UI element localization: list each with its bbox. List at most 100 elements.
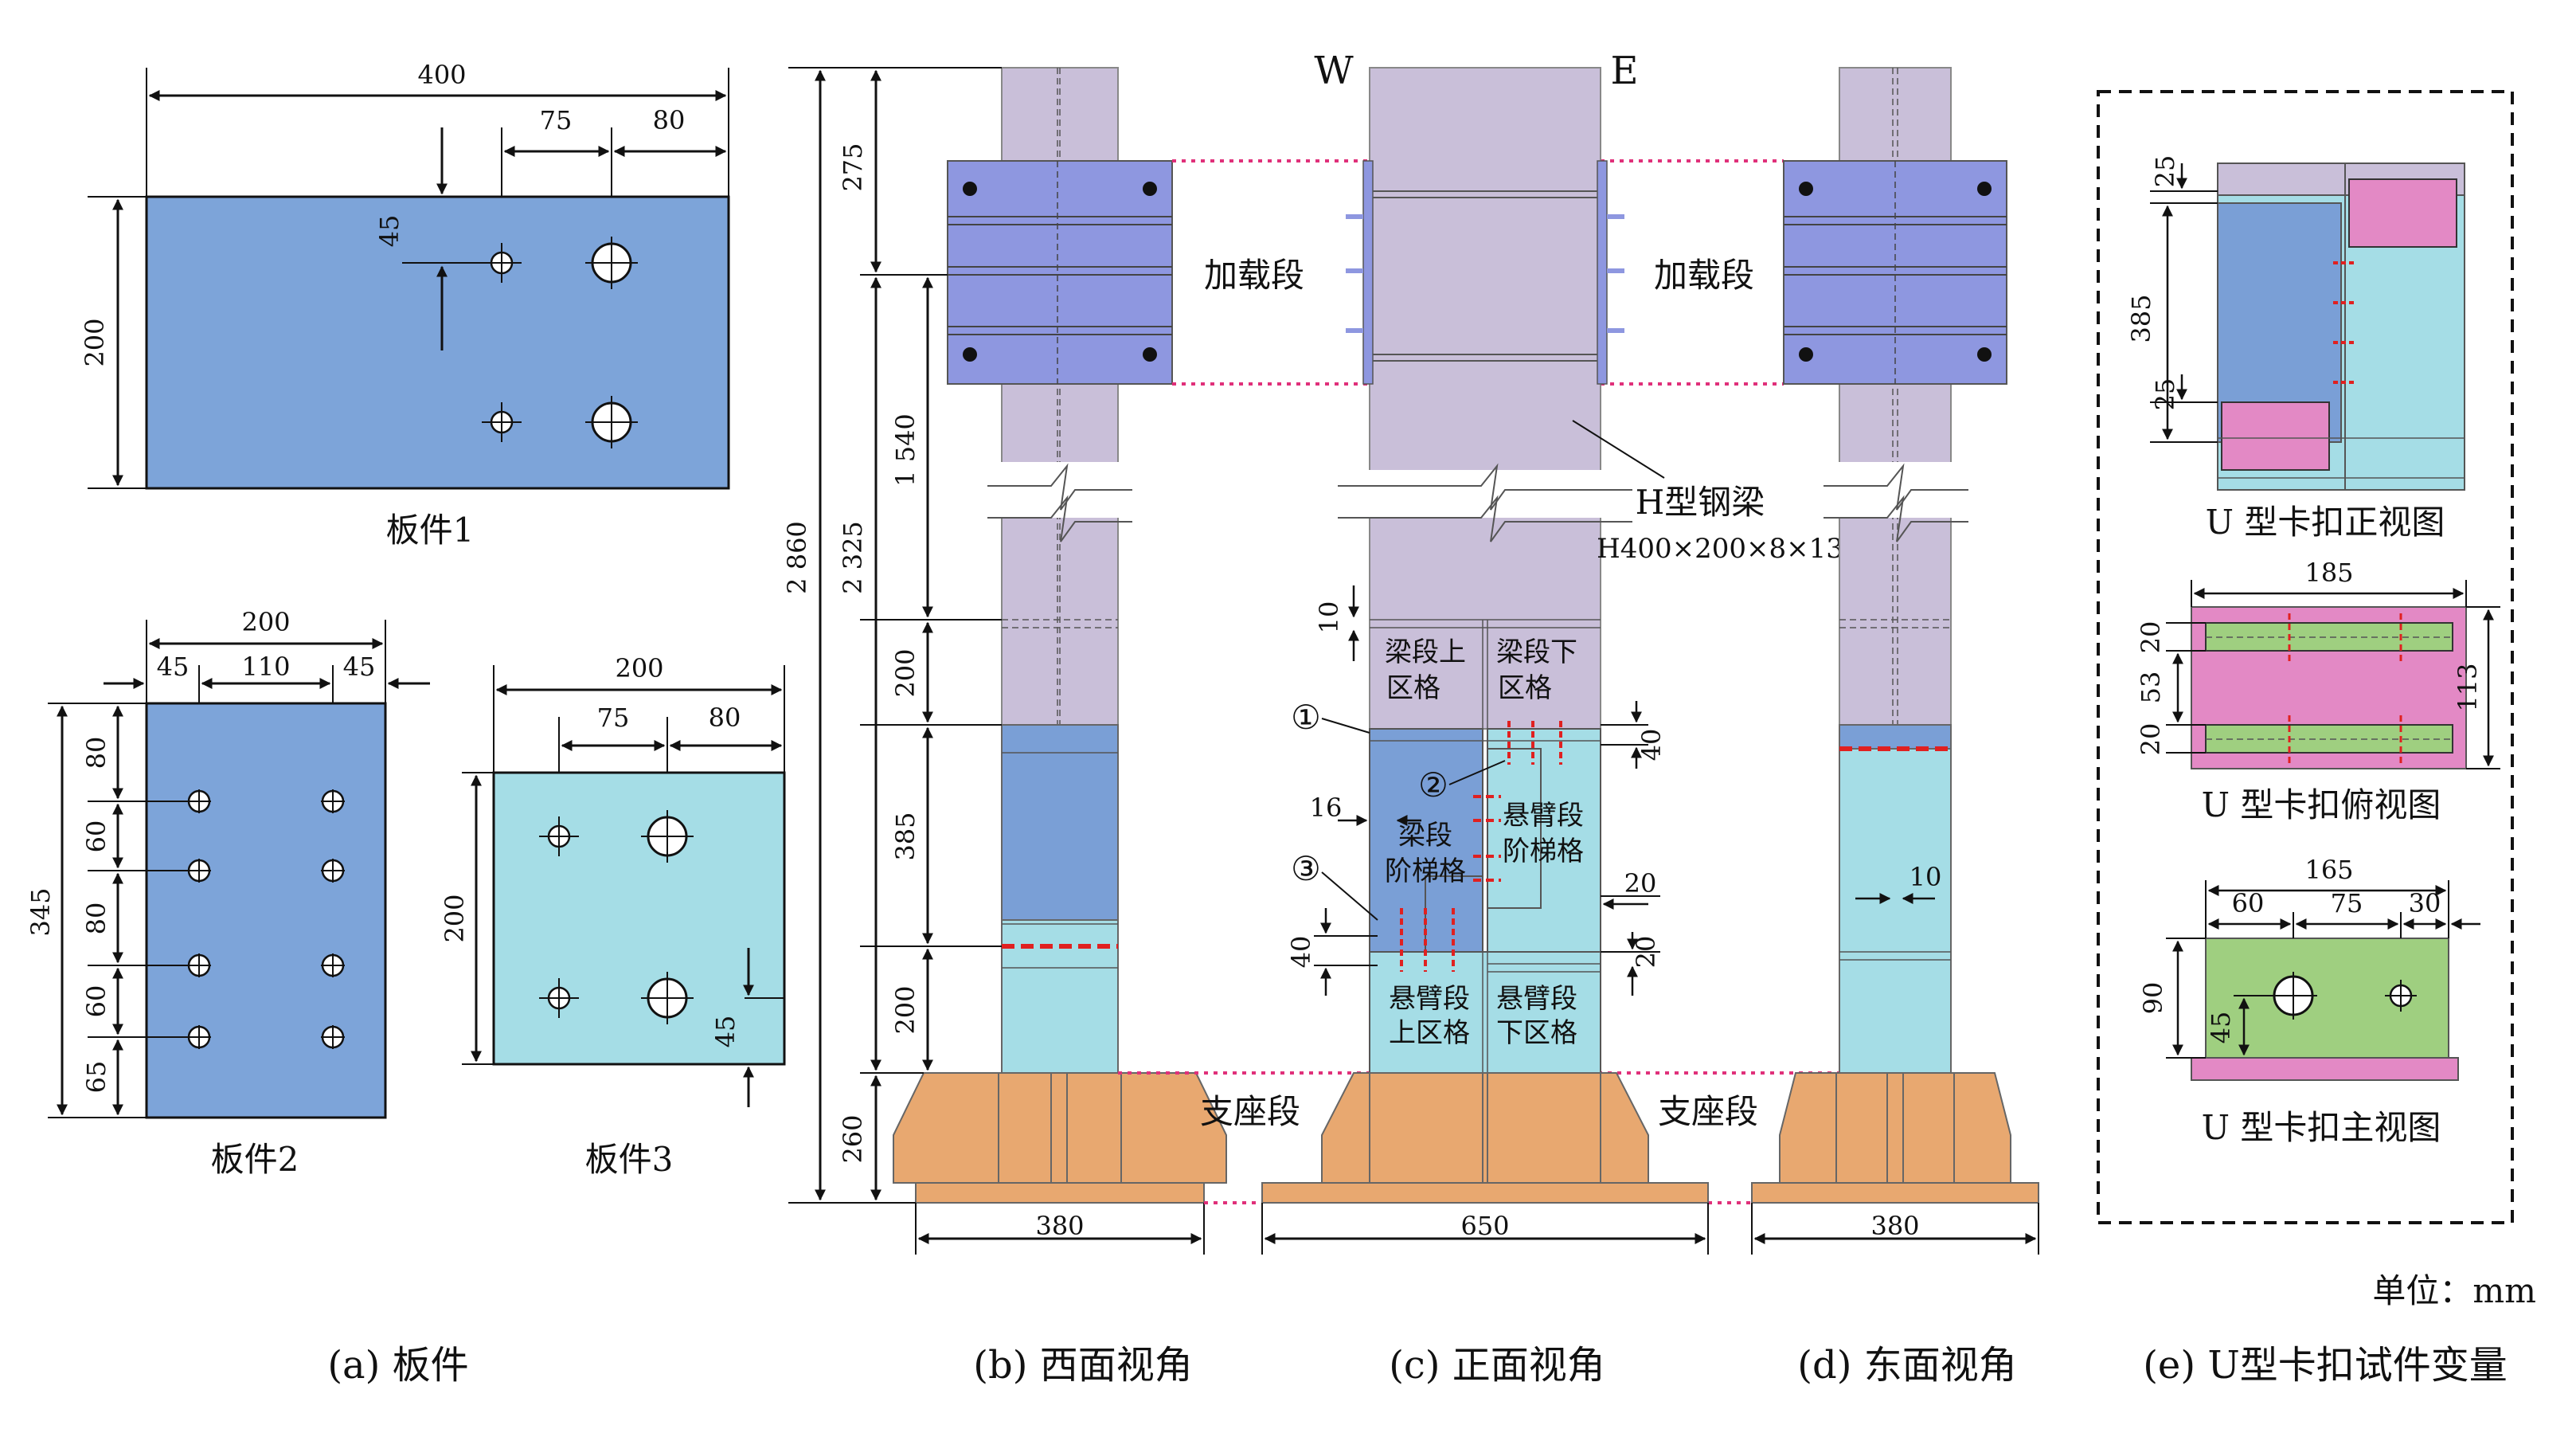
main-view-title: U 型卡扣主视图 <box>2202 1108 2441 1147</box>
plate3-height: 200 <box>440 894 470 942</box>
upper-beam-label-1: 梁段上 <box>1385 636 1466 668</box>
plate3-large-hole-1 <box>641 810 694 863</box>
front-view-title: U 型卡扣正视图 <box>2206 503 2445 542</box>
main-view-d45: 45 <box>2206 1012 2236 1044</box>
main-view-d90: 90 <box>2138 982 2168 1015</box>
top-view-d20a: 20 <box>2136 621 2166 654</box>
lower-beam-label-1: 梁段下 <box>1496 636 1577 668</box>
panel-b: 2 860 275 2 325 260 1 540 200 385 200 38… <box>782 67 1304 1255</box>
caption-c: (c) 正面视角 <box>1389 1343 1605 1388</box>
front-d40b: 40 <box>1286 936 1316 969</box>
plate2-height: 345 <box>25 887 56 936</box>
marker-1: ① <box>1291 698 1321 737</box>
plate3-width: 200 <box>615 653 663 683</box>
plate2-d60a: 60 <box>81 820 111 853</box>
front-d16: 16 <box>1310 793 1343 823</box>
plate3-label: 板件3 <box>585 1140 674 1179</box>
front-bolt-lines <box>1400 721 1562 972</box>
plate2-d45a: 45 <box>157 652 190 682</box>
east-marker: E <box>1610 49 1638 93</box>
marker-3: ③ <box>1291 849 1321 888</box>
plate3-small-hole-2 <box>539 978 579 1018</box>
west-support-label: 支座段 <box>1200 1092 1300 1131</box>
panel-d: 10 380 加载段 支座段 <box>1654 67 2039 1255</box>
captions: (a) 板件 (b) 西面视角 (c) 正面视角 (d) 东面视角 (e) U型… <box>327 1343 2507 1388</box>
panel-e: 25 385 25 U 型卡扣正视图 185 20 <box>2097 90 2514 1224</box>
plate-2: 200 45 110 45 345 80 60 80 60 <box>25 607 430 1179</box>
beam-name: H型钢梁 <box>1636 483 1765 522</box>
upper-beam-label-2: 区格 <box>1386 672 1440 704</box>
cant-stair-label-1: 悬臂段 <box>1503 800 1584 832</box>
west-d200b: 200 <box>890 985 921 1034</box>
plate3-small-hole-1 <box>539 816 579 856</box>
cant-stair-label-2: 阶梯格 <box>1503 836 1584 867</box>
plate1-label: 板件1 <box>386 511 475 550</box>
west-d385: 385 <box>890 812 921 860</box>
top-view-d20b: 20 <box>2136 723 2166 756</box>
west-d2325: 2 325 <box>838 521 868 594</box>
caption-a: (a) 板件 <box>327 1343 468 1388</box>
west-d200a: 200 <box>890 648 921 697</box>
front-d10: 10 <box>1314 601 1344 634</box>
beam-stair-label-1: 梁段 <box>1398 820 1452 852</box>
front-d40a: 40 <box>1636 729 1667 761</box>
lower-beam-label-2: 区格 <box>1498 672 1552 704</box>
cant-up-label-1: 悬臂段 <box>1389 983 1470 1015</box>
panel-a: 400 75 80 200 45 板件1 2 <box>25 60 786 1179</box>
plate2-label: 板件2 <box>211 1140 299 1179</box>
plate2-d110: 110 <box>241 652 290 682</box>
plate1-height: 200 <box>80 318 110 366</box>
plate2-d60b: 60 <box>81 985 111 1018</box>
main-view-d60: 60 <box>2232 888 2265 918</box>
plate2-width: 200 <box>241 607 290 637</box>
top-view-d53: 53 <box>2136 671 2166 704</box>
plate2-d45b: 45 <box>343 652 376 682</box>
west-loading-bolts <box>963 182 1157 362</box>
plate-3: 200 75 80 200 45 板件3 <box>440 653 786 1179</box>
main-view-d75: 75 <box>2331 888 2363 918</box>
front-view-d385: 385 <box>2126 294 2156 343</box>
plate1-d45: 45 <box>374 215 405 248</box>
cant-low-label-1: 悬臂段 <box>1496 983 1577 1015</box>
top-view-d185: 185 <box>2304 558 2353 588</box>
front-base: 650 <box>1460 1211 1509 1241</box>
plate1-d75: 75 <box>540 105 573 135</box>
plate1-small-hole-1 <box>482 243 522 283</box>
unit-note: 单位：mm <box>2372 1271 2536 1310</box>
plate1-width: 400 <box>417 60 466 90</box>
panel-c: W E <box>1261 49 1843 1255</box>
plate3-d75: 75 <box>597 703 630 733</box>
plate-1: 400 75 80 200 45 板件1 <box>80 60 730 550</box>
top-view-title: U 型卡扣俯视图 <box>2202 785 2441 824</box>
west-d1540: 1 540 <box>890 413 921 487</box>
plate2-d65: 65 <box>81 1061 111 1094</box>
top-view-d113: 113 <box>2453 663 2483 711</box>
west-base: 380 <box>1035 1211 1084 1241</box>
front-d20b: 20 <box>1631 936 1661 969</box>
east-support-label: 支座段 <box>1658 1092 1758 1131</box>
cant-low-label-2: 下区格 <box>1496 1017 1577 1049</box>
caption-e: (e) U型卡扣试件变量 <box>2143 1343 2508 1388</box>
section-links <box>1118 159 1839 1204</box>
west-d260: 260 <box>838 1114 868 1163</box>
plate2-d80b: 80 <box>81 902 111 935</box>
plate1-large-hole-1 <box>585 237 638 289</box>
beam-spec: H400×200×8×13 <box>1597 533 1843 565</box>
cant-up-label-2: 上区格 <box>1389 1017 1470 1049</box>
plate3-d80: 80 <box>709 703 741 733</box>
west-d2860: 2 860 <box>782 521 812 594</box>
front-view-d25b: 25 <box>2150 378 2180 411</box>
east-loading-bolts <box>1799 182 1992 362</box>
u-clip-main-view: 165 60 75 30 90 45 U 型卡扣主视图 <box>2138 855 2480 1147</box>
u-clip-front-view: 25 385 25 U 型卡扣正视图 <box>2126 155 2465 542</box>
main-view-d165: 165 <box>2304 855 2353 885</box>
front-view-d25a: 25 <box>2150 155 2180 188</box>
plate1-small-hole-2 <box>482 402 522 442</box>
marker-2: ② <box>1418 765 1448 805</box>
plate1-d80: 80 <box>653 105 686 135</box>
west-loading-label: 加载段 <box>1204 256 1304 295</box>
main-view-d30: 30 <box>2409 888 2441 918</box>
west-d275: 275 <box>838 143 868 191</box>
east-base: 380 <box>1870 1211 1919 1241</box>
